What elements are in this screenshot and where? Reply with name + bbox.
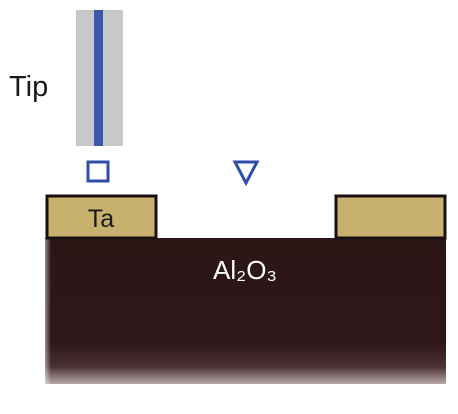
substrate-left-edge — [45, 238, 51, 384]
tip-label: Tip — [9, 71, 48, 103]
tip — [76, 10, 123, 146]
triangle-marker — [232, 160, 260, 187]
tip-core — [94, 10, 103, 146]
ta-electrode-right — [334, 194, 447, 240]
substrate — [45, 238, 446, 384]
ta-electrode-left — [45, 194, 158, 240]
square-marker — [86, 160, 110, 183]
ta-label: Ta — [88, 205, 115, 233]
substrate-label: Al₂O₃ — [213, 255, 277, 285]
